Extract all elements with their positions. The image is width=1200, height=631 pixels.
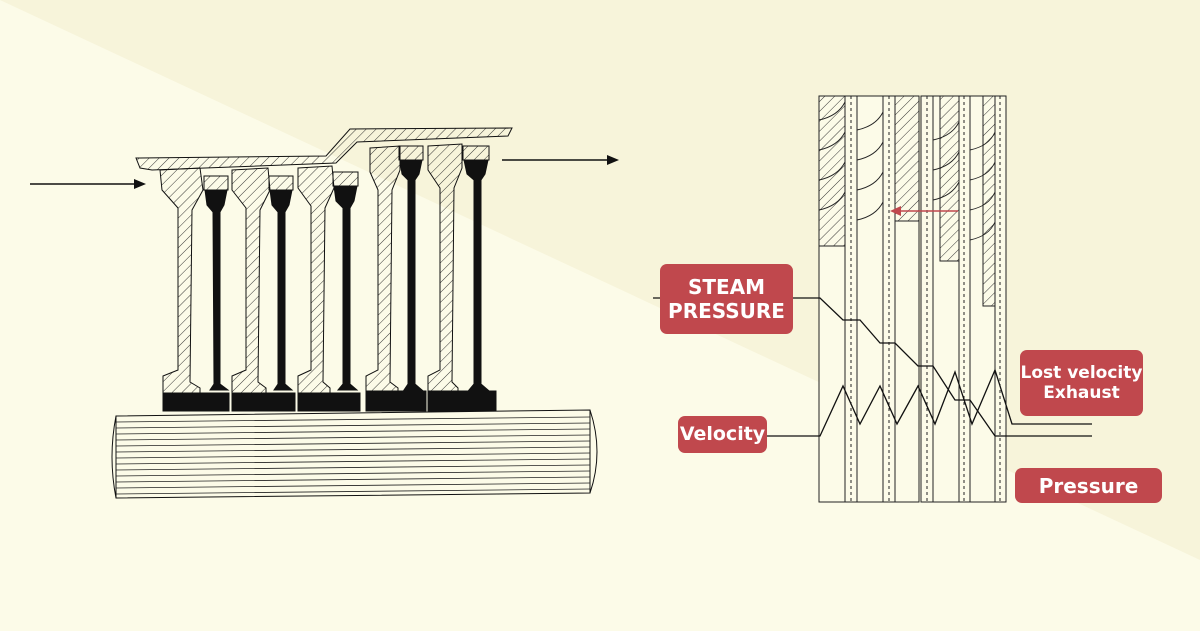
steam-inlet-arrow <box>30 179 146 189</box>
pressure-curve <box>653 297 1092 437</box>
moving-stage-strips <box>844 95 1007 503</box>
blade-1 <box>204 189 230 391</box>
nozzle-contours <box>818 101 996 241</box>
pressure-label: Pressure <box>1015 468 1162 503</box>
blade-2 <box>269 189 294 391</box>
blade-4 <box>399 159 424 391</box>
pressure-text: Pressure <box>1038 473 1139 498</box>
turbine-casing <box>135 127 513 171</box>
blade-5 <box>463 159 490 391</box>
flow-direction-arrow <box>890 206 958 216</box>
turbine-cross-section <box>30 127 619 499</box>
lost-velocity-line-1: Lost velocity <box>1020 362 1143 383</box>
velocity-curve <box>767 368 1092 437</box>
velocity-label: Velocity <box>678 416 767 453</box>
blade-shrouds <box>203 145 490 191</box>
lost-velocity-exhaust-label: Lost velocity Exhaust <box>1020 350 1143 416</box>
steam-pressure-label: STEAM PRESSURE <box>660 264 793 334</box>
rotor-discs <box>162 390 497 412</box>
steam-outlet-arrow <box>502 155 619 165</box>
stage-layout <box>653 95 1092 503</box>
lost-velocity-line-2: Exhaust <box>1043 383 1120 403</box>
turbine-shaft <box>111 409 598 499</box>
velocity-text: Velocity <box>679 423 766 446</box>
blade-3 <box>333 185 359 391</box>
steam-pressure-line-1: STEAM <box>687 275 766 299</box>
moving-blades <box>204 159 490 391</box>
steam-pressure-line-2: PRESSURE <box>668 299 785 323</box>
